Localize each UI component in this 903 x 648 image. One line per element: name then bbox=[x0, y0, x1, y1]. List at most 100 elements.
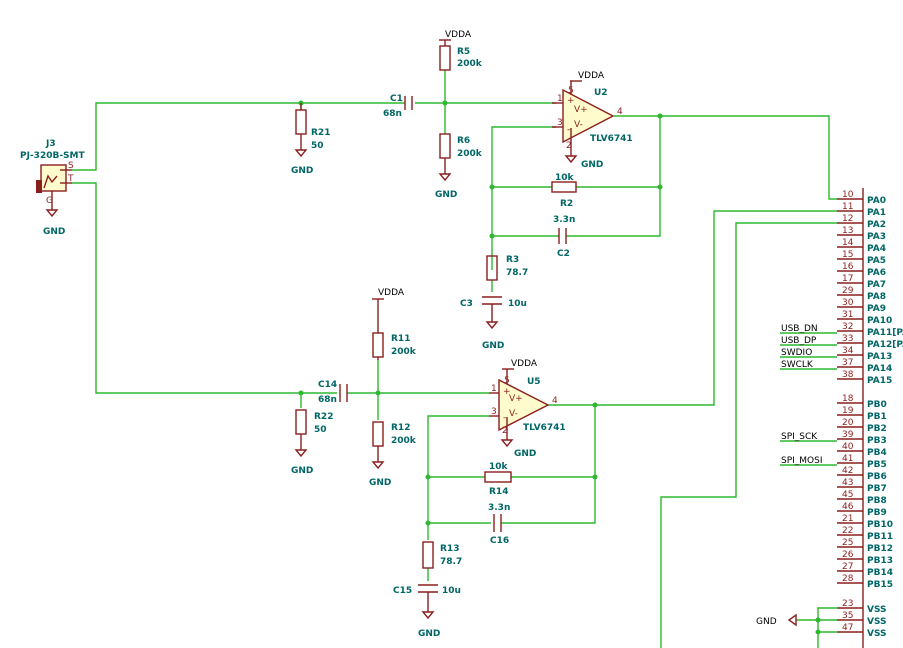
mcu-pin-name: PA12[PA bbox=[867, 340, 903, 350]
resistor-r2[interactable]: 10k R2 bbox=[551, 173, 577, 209]
mcu-pin-number: 16 bbox=[842, 262, 854, 272]
r21-ref: R21 bbox=[311, 128, 330, 138]
mcu-pin-name: PA0 bbox=[867, 196, 886, 206]
mcu-pin-name: PB15 bbox=[867, 580, 893, 590]
u5-value: TLV6741 bbox=[523, 423, 566, 433]
mcu-pin-name: PB4 bbox=[867, 448, 887, 458]
net-label-usb-dp: USB_DP bbox=[781, 336, 817, 346]
mcu-pin-number: 37 bbox=[842, 358, 853, 368]
net-label-usb-dn: USB_DN bbox=[781, 324, 818, 334]
resistor-r21[interactable]: R21 50 GND bbox=[291, 103, 330, 176]
r14-ref: R14 bbox=[489, 487, 508, 497]
mcu-pin-number: 45 bbox=[842, 490, 853, 500]
u2-pin2: 2 bbox=[566, 141, 572, 151]
capacitor-c1[interactable]: C1 68n bbox=[383, 94, 413, 119]
mcu-pin-number: 41 bbox=[842, 454, 853, 464]
c2-value: 3.3n bbox=[553, 215, 575, 225]
mcu-pin-number: 23 bbox=[842, 599, 853, 609]
mcu-pin-number: 12 bbox=[842, 214, 853, 224]
mcu-pin-number: 14 bbox=[842, 238, 854, 248]
resistor-r13[interactable]: R13 78.7 bbox=[422, 541, 462, 569]
junction-dot bbox=[815, 629, 821, 635]
capacitor-c2[interactable]: 3.3n C2 bbox=[553, 215, 575, 259]
mcu-pin-number: 27 bbox=[842, 562, 853, 572]
c15-value: 10u bbox=[442, 586, 461, 596]
resistor-r11[interactable]: VDDA R11 200k bbox=[372, 288, 417, 360]
mcu-pin-name: PB8 bbox=[867, 496, 887, 506]
ground-symbol bbox=[294, 149, 308, 158]
r6-value: 200k bbox=[457, 149, 483, 159]
ground-symbol bbox=[485, 321, 499, 330]
ground-symbol bbox=[371, 461, 385, 470]
ground-symbol bbox=[500, 439, 514, 448]
u2-pin4: 4 bbox=[617, 107, 623, 117]
u2-vdda-label: VDDA bbox=[578, 71, 605, 81]
capacitor-c14[interactable]: C14 68n bbox=[318, 380, 348, 405]
jack-pin-s: S bbox=[68, 161, 74, 171]
r3-ref: R3 bbox=[506, 255, 519, 265]
r6-ref: R6 bbox=[457, 136, 470, 146]
audio-jack-j3[interactable]: J3 PJ-320B-SMT S T G GND bbox=[20, 139, 86, 237]
c15-gnd-label: GND bbox=[418, 629, 440, 639]
junction-dot bbox=[442, 100, 448, 106]
resistor-r6[interactable]: R6 200k GND bbox=[435, 133, 483, 200]
r21-gnd-label: GND bbox=[291, 166, 313, 176]
jack-ref: J3 bbox=[45, 139, 56, 149]
mcu-gnd-label: GND bbox=[756, 617, 777, 627]
mcu-pin-name: PB11 bbox=[867, 532, 893, 542]
mcu-pin-number: 34 bbox=[842, 346, 854, 356]
r13-value: 78.7 bbox=[440, 557, 462, 567]
mcu-pin-number: 26 bbox=[842, 550, 854, 560]
mcu-pin-number: 28 bbox=[842, 574, 854, 584]
svg-text:-: - bbox=[503, 413, 506, 423]
mcu-pin-name: PB0 bbox=[867, 400, 887, 410]
mcu-pin-name: VSS bbox=[867, 617, 887, 627]
mcu-pin-name: VSS bbox=[867, 605, 887, 615]
ground-symbol bbox=[787, 613, 797, 627]
mcu-pin-name: PA5 bbox=[867, 256, 886, 266]
mcu-pin-number: 19 bbox=[842, 406, 854, 416]
c14-value: 68n bbox=[318, 395, 337, 405]
mcu-pin-name: PA10 bbox=[867, 316, 892, 326]
net-label-swclk: SWCLK bbox=[781, 360, 814, 370]
opamp-u2[interactable]: VDDA + - V+ V- 1 3 5 2 4 U2 TLV6741 GND bbox=[552, 71, 633, 170]
r11-ref: R11 bbox=[391, 334, 410, 344]
svg-text:-: - bbox=[567, 125, 570, 135]
jack-pin-t: T bbox=[67, 174, 74, 184]
mcu-symbol[interactable]: 10PA011PA112PA213PA314PA415PA516PA617PA7… bbox=[837, 188, 903, 648]
mcu-pin-name: PB9 bbox=[867, 508, 887, 518]
resistor-r5[interactable]: VDDA R5 200k bbox=[439, 30, 483, 71]
ground-symbol bbox=[45, 209, 59, 218]
capacitor-c16[interactable]: 3.3n C16 bbox=[488, 503, 510, 546]
r22-ref: R22 bbox=[314, 412, 333, 422]
u5-pin4: 4 bbox=[552, 396, 558, 406]
mcu-pin-name: VSS bbox=[867, 629, 887, 639]
mcu-pin-name: PA11[PA bbox=[867, 328, 903, 338]
mcu-pin-number: 46 bbox=[842, 502, 854, 512]
mcu-pin-name: PA14 bbox=[867, 364, 892, 374]
mcu-pin-number: 13 bbox=[842, 226, 853, 236]
resistor-r14[interactable]: 10k R14 bbox=[484, 462, 512, 497]
junction-dot bbox=[425, 520, 431, 526]
r2-value: 10k bbox=[555, 173, 575, 183]
junction-dot bbox=[815, 617, 821, 623]
mcu-pin-number: 29 bbox=[842, 286, 854, 296]
capacitor-c3[interactable]: C3 10u GND bbox=[460, 296, 527, 351]
capacitor-c15[interactable]: C15 10u GND bbox=[393, 584, 461, 639]
u5-ref: U5 bbox=[527, 377, 541, 387]
wires-top bbox=[72, 70, 837, 292]
mcu-pin-name: PB1 bbox=[867, 412, 887, 422]
u5-pin2: 2 bbox=[502, 426, 508, 436]
mcu-pin-number: 35 bbox=[842, 611, 853, 621]
resistor-r12[interactable]: R12 200k GND bbox=[369, 421, 417, 488]
u2-ref: U2 bbox=[594, 88, 608, 98]
resistor-r3[interactable]: R3 78.7 bbox=[486, 255, 528, 281]
mcu-pin-number: 39 bbox=[842, 430, 854, 440]
r11-value: 200k bbox=[391, 347, 417, 357]
opamp-u5[interactable]: VDDA + - V+ V- 1 3 5 2 4 U5 TLV6741 GND bbox=[489, 359, 566, 459]
resistor-r22[interactable]: R22 50 GND bbox=[291, 409, 333, 476]
c16-value: 3.3n bbox=[488, 503, 510, 513]
c14-ref: C14 bbox=[318, 380, 337, 390]
ground-symbol bbox=[421, 611, 435, 620]
junction-dot bbox=[489, 233, 495, 239]
